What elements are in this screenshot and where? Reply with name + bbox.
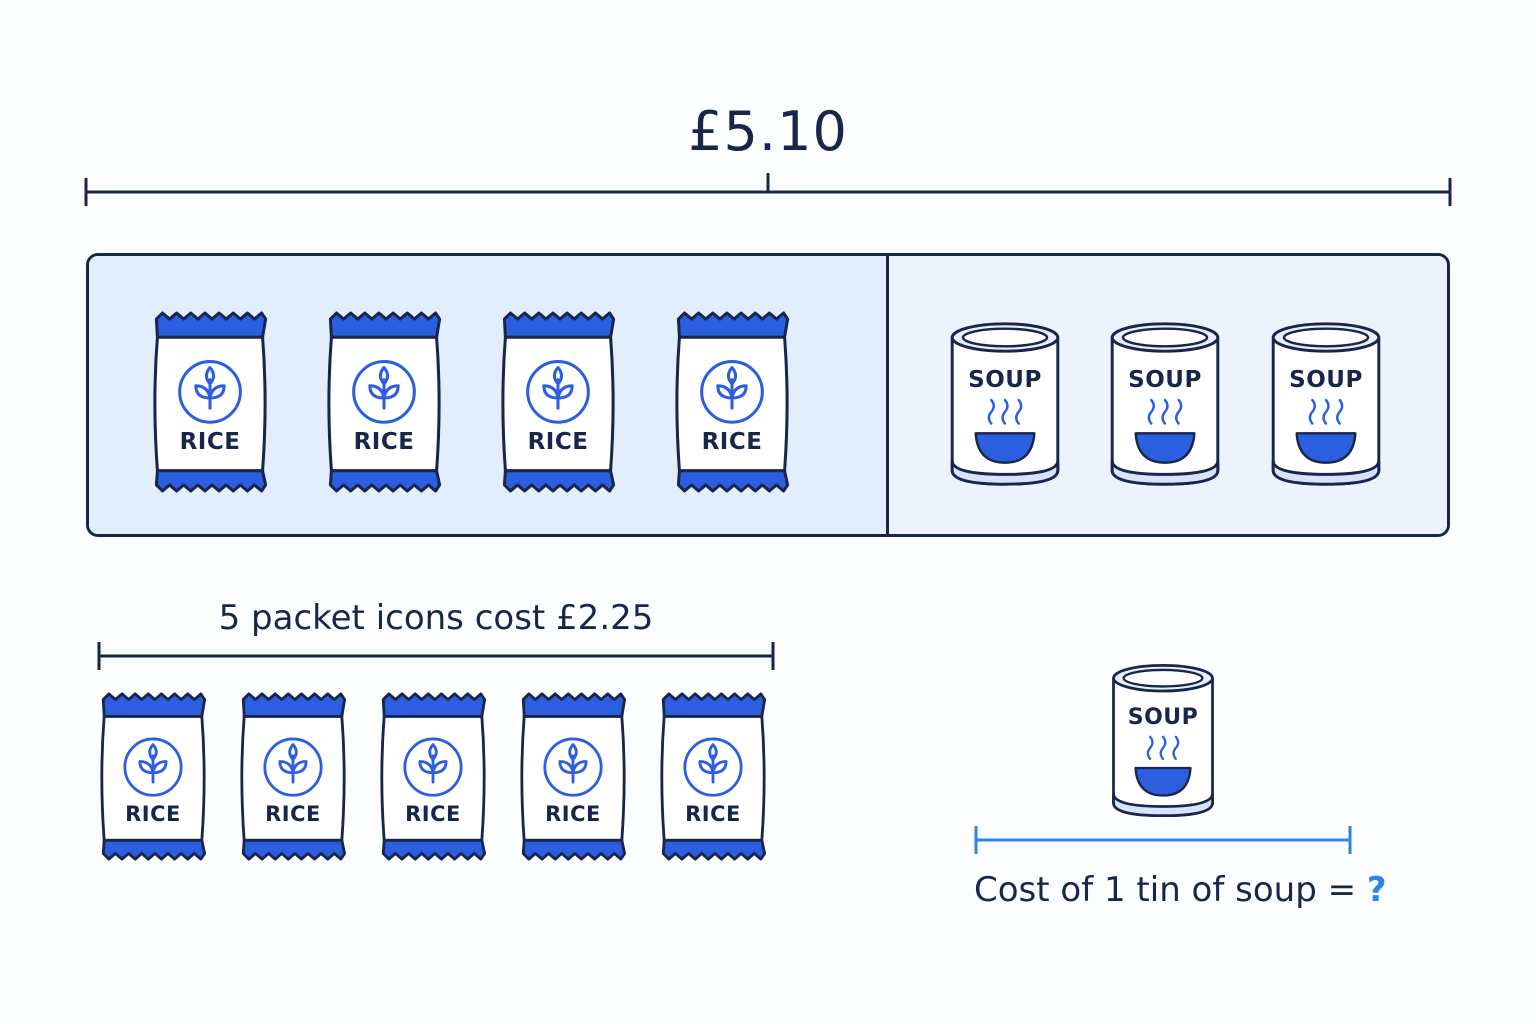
rice-packet: RICE <box>236 692 350 861</box>
rice-packet: RICE <box>376 692 490 861</box>
question-mark: ? <box>1366 870 1387 910</box>
soup-label: SOUP <box>1127 705 1199 730</box>
rice-label: RICE <box>701 429 763 455</box>
soup-tin: SOUP <box>1107 658 1219 823</box>
rice-label: RICE <box>179 429 241 455</box>
rice-label: RICE <box>353 429 415 455</box>
rice-packet: RICE <box>147 311 273 493</box>
rice-label: RICE <box>125 802 181 826</box>
soup-label: SOUP <box>968 367 1042 393</box>
rice-label: RICE <box>685 802 741 826</box>
total-bracket <box>84 173 1452 206</box>
rice-packet: RICE <box>516 692 630 861</box>
rice-packet: RICE <box>96 692 210 861</box>
soup-bracket <box>974 826 1352 854</box>
soup-label: SOUP <box>1128 367 1202 393</box>
rice-packet: RICE <box>321 311 447 493</box>
soup-tin: SOUP <box>1267 316 1385 492</box>
rice-label: RICE <box>527 429 589 455</box>
soup-label: SOUP <box>1289 367 1363 393</box>
rice-packet: RICE <box>669 311 795 493</box>
question-caption: Cost of 1 tin of soup = ? <box>974 870 1387 910</box>
bar-model: RICE RICE RICE RICE SOUP SOUP SOUP <box>86 253 1450 537</box>
rice-label: RICE <box>545 802 601 826</box>
soup-tin: SOUP <box>946 316 1064 492</box>
rice-label: RICE <box>265 802 321 826</box>
rice-label: RICE <box>405 802 461 826</box>
rice-section: RICE RICE RICE RICE <box>89 256 886 534</box>
rice-group-caption: 5 packet icons cost £2.25 <box>218 598 654 638</box>
rice-packet: RICE <box>656 692 770 861</box>
question-text: Cost of 1 tin of soup = <box>974 870 1367 910</box>
rice-group-bracket <box>97 642 775 670</box>
rice-packet: RICE <box>495 311 621 493</box>
soup-tin: SOUP <box>1106 316 1224 492</box>
total-price-label: £5.10 <box>688 100 848 163</box>
soup-section: SOUP SOUP SOUP <box>886 256 1447 534</box>
